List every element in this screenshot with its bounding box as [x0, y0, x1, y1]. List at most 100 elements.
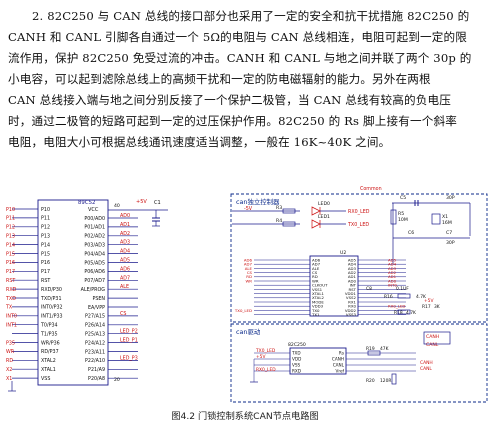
- can-controller-panel: [230, 193, 488, 323]
- canl-label: CANL: [420, 366, 432, 372]
- resistor-r5: [390, 209, 397, 225]
- mcu-left-pin-label: XTAL1: [41, 367, 56, 373]
- mcu-right-net-label: AD7: [120, 275, 130, 281]
- canh-label: CANH: [426, 334, 439, 340]
- mcu-left-net-label: P10: [6, 207, 15, 213]
- paragraph-line: 2. 82C250 与 CAN 总线的接口部分也采用了一定的安全和抗干扰措施 8…: [32, 9, 470, 23]
- sja-left-net-label: RD: [246, 274, 252, 279]
- mcu-cap-label: C1: [154, 200, 161, 206]
- mcu-pin-number: 20: [114, 377, 120, 383]
- mcu-right-net-label: AD0: [120, 213, 130, 219]
- paragraph-line: 电阻，电阻大小可根据总线通讯速度适当调整，一般在 16K~40K 之间。: [8, 135, 391, 149]
- resistor-label: R17: [422, 304, 431, 310]
- sja-left-pin-label: CLKOUT: [312, 283, 328, 288]
- mcu-right-pin-label: P00/AD0: [84, 216, 105, 222]
- mcu-left-net-label: RD: [6, 358, 13, 364]
- mcu-right-pin-label: P23/A11: [85, 349, 105, 355]
- mcu-left-pin-label: WR/P36: [41, 340, 60, 346]
- transceiver-pin-label: RXD: [292, 369, 301, 374]
- mcu-right-pin-label: P27/A15: [85, 314, 105, 320]
- paragraph-line: CAN 总线接入端与地之间分别反接了一个保护二极管，当 CAN 总线有较高的负电…: [8, 93, 451, 107]
- mcu-left-net-label: WR: [6, 349, 15, 355]
- mcu-right-net-label: LED_P2: [120, 329, 138, 335]
- mcu-right-pin-label: P02/AD2: [84, 234, 105, 240]
- sja-right-pin-label: INT: [350, 283, 357, 288]
- sja-right-net-label: AD4: [388, 262, 397, 267]
- mcu-right-pin-label: P01/AD1: [84, 225, 105, 231]
- resistor-label: R16: [384, 294, 393, 300]
- mcu-right-pin-label: P05/AD5: [84, 260, 105, 266]
- mcu-left-net-label: X1: [6, 376, 12, 382]
- mcu-right-net-label: AD4: [120, 249, 130, 255]
- sja-left-pin-label: XTAL1: [312, 291, 324, 296]
- led-label: LED1: [318, 214, 330, 220]
- mcu-chip-outline: [37, 199, 109, 386]
- sja-left-pin-label: AD6: [312, 257, 321, 262]
- sja-right-net-label: INT0: [388, 283, 397, 288]
- sja-right-pin-label: AD4: [348, 262, 357, 267]
- sja-right-pin-label: VDD1: [345, 291, 357, 296]
- mcu-left-net-label: P11: [6, 216, 15, 222]
- cap-value: 30P: [446, 195, 455, 201]
- mcu-left-pin-label: P10: [41, 207, 50, 213]
- resistor-value: 120R: [380, 378, 391, 384]
- mcu-left-pin-label: XTAL2: [41, 358, 56, 364]
- mcu-right-pin-label: P04/AD4: [84, 251, 105, 257]
- common-label: Common: [360, 186, 382, 192]
- mcu-left-net-label: P12: [6, 225, 15, 231]
- mcu-right-pin-label: EA/VPP: [88, 305, 105, 311]
- canh-label: CANH: [420, 360, 433, 366]
- sja-right-pin-label: VSS2: [346, 295, 357, 300]
- resistor-value: 4.7K: [416, 294, 426, 300]
- mcu-left-net-label: INT0: [6, 314, 17, 320]
- can-transceiver-chip: [289, 347, 347, 375]
- mcu-right-pin-label: P03/AD3: [84, 243, 105, 249]
- resistor-r20: [391, 373, 397, 385]
- mcu-left-pin-label: INT1/P33: [41, 314, 63, 320]
- sja-left-net-label: WR: [245, 278, 252, 283]
- sja-right-net-label: AD5: [388, 257, 397, 262]
- mcu-right-pin-label: P06/AD6: [84, 269, 105, 275]
- sja-left-pin-label: CS: [312, 270, 318, 275]
- sja-left-pin-label: WR: [312, 278, 319, 283]
- mcu-right-pin-label: P20/A8: [88, 376, 105, 382]
- mcu-left-pin-label: T1/P35: [40, 331, 58, 337]
- mcu-right-net-label: LED_P1: [120, 338, 138, 344]
- sja-right-net-label: AD1: [388, 274, 397, 279]
- sja-left-pin-label: MODE: [312, 299, 324, 304]
- transceiver-pin-label: CANL: [333, 363, 345, 368]
- sja-left-pin-label: TX0: [311, 308, 320, 313]
- mcu-right-pin-label: P26/A14: [85, 323, 105, 329]
- resistor-label: R19: [366, 346, 375, 352]
- mcu-chip-name: 89C52: [78, 200, 95, 206]
- mcu-left-pin-label: T0/P34: [40, 323, 58, 329]
- mcu-right-pin-label: P21/A9: [88, 367, 105, 373]
- tx-led-net: TX0_LED: [347, 222, 369, 228]
- mcu-right-net-label: AD2: [120, 231, 130, 237]
- mcu-left-pin-label: TXD/P31: [40, 296, 62, 302]
- mcu-left-net-label: X2: [6, 367, 12, 373]
- resistor-r19: [367, 350, 381, 356]
- sja-right-net-label: AD0: [388, 278, 397, 283]
- sja-right-pin-label: AD2: [348, 270, 357, 275]
- can-controller-chip: [309, 255, 359, 317]
- crystal-x1: [431, 213, 441, 225]
- mcu-pin-number: 40: [114, 203, 120, 209]
- mcu-left-pin-label: P12: [41, 225, 50, 231]
- led-symbol: [311, 206, 321, 216]
- mcu-left-pin-label: P16: [41, 260, 50, 266]
- mcu-right-pin-label: PSEN: [92, 296, 105, 302]
- can-chip-name: U2: [340, 250, 346, 256]
- crystal-value: 16M: [442, 220, 452, 226]
- resistor-r16: [397, 293, 411, 299]
- mcu-left-net-label: TXD: [5, 296, 16, 302]
- mcu-left-net-label: TX: [5, 305, 13, 311]
- resistor-r18: [397, 309, 411, 315]
- mcu-right-pin-label: P07/AD7: [84, 278, 105, 284]
- mcu-right-pin-label: P22/A10: [85, 358, 105, 364]
- mcu-right-net-label: CS: [120, 311, 126, 317]
- mcu-left-pin-label: RXD/P30: [41, 287, 62, 293]
- resistor-label: R5: [398, 211, 404, 217]
- plus5v-label: +5V: [424, 298, 433, 304]
